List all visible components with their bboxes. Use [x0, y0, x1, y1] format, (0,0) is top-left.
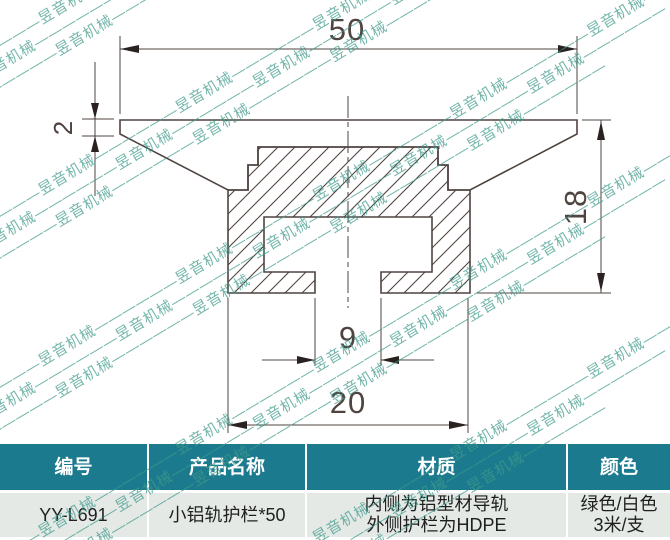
spec-table-header-row: 编号 产品名称 材质 颜色	[0, 444, 670, 490]
dim-label-2: 2	[48, 121, 78, 135]
dimension-slot-width	[262, 298, 434, 366]
cell-color-line2: 3米/支	[593, 515, 645, 535]
dimension-overall-height	[477, 119, 611, 294]
cell-material-line1: 内侧为铝型材导轨	[364, 494, 509, 514]
header-color: 颜色	[568, 444, 670, 490]
dimension-top-thickness	[82, 62, 114, 196]
dim-label-18: 18	[558, 189, 593, 225]
cell-material-line2: 外侧护栏为HDPE	[366, 515, 507, 535]
profile-body-section	[227, 146, 471, 294]
dimension-base-width	[227, 298, 469, 433]
header-code: 编号	[0, 444, 149, 490]
spec-table: 编号 产品名称 材质 颜色 YY-L691 小铝轨护栏*50 内侧为铝型材导轨 …	[0, 444, 670, 537]
cell-material: 内侧为铝型材导轨 外侧护栏为HDPE	[307, 493, 568, 537]
dimension-overall-width	[119, 36, 578, 114]
header-material: 材质	[307, 444, 568, 490]
dim-label-9: 9	[339, 320, 357, 355]
header-product-name: 产品名称	[149, 444, 307, 490]
cell-color-line1: 绿色/白色	[580, 494, 658, 514]
dim-label-20: 20	[330, 385, 366, 420]
spec-table-data-row: YY-L691 小铝轨护栏*50 内侧为铝型材导轨 外侧护栏为HDPE 绿色/白…	[0, 493, 670, 537]
technical-drawing: 50 2 18 9 20	[48, 12, 611, 433]
dim-label-50: 50	[329, 12, 365, 47]
cell-code: YY-L691	[0, 493, 149, 537]
cell-color: 绿色/白色 3米/支	[568, 493, 670, 537]
cell-product-name: 小铝轨护栏*50	[149, 493, 307, 537]
